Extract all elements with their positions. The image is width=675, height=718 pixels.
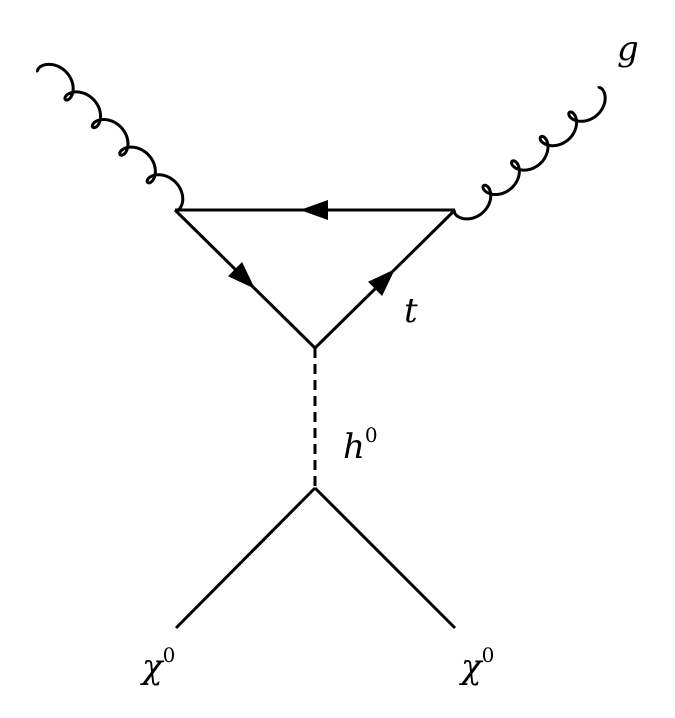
chi-right-symbol: χ <box>459 647 484 687</box>
chi-left-symbol: χ <box>140 647 165 687</box>
chi-right-superscript: 0 <box>482 643 495 667</box>
neutralino-left-line <box>174 486 317 630</box>
gluon-right-line <box>452 86 607 221</box>
higgs-label: h0 <box>343 423 378 467</box>
higgs-superscript: 0 <box>365 423 378 447</box>
arrow-up-right-icon <box>368 269 395 296</box>
higgs-symbol: h <box>343 427 365 467</box>
chi-left-superscript: 0 <box>163 643 176 667</box>
chi-right-label: χ0 <box>459 643 494 687</box>
gluon-label: g <box>617 29 639 69</box>
chi-left-label: χ0 <box>140 643 175 687</box>
gluon-left-line <box>36 62 185 212</box>
arrow-down-right-icon <box>228 262 255 289</box>
top-label: t <box>404 291 418 331</box>
neutralino-right-line <box>313 486 457 630</box>
arrow-left-icon <box>300 200 328 220</box>
